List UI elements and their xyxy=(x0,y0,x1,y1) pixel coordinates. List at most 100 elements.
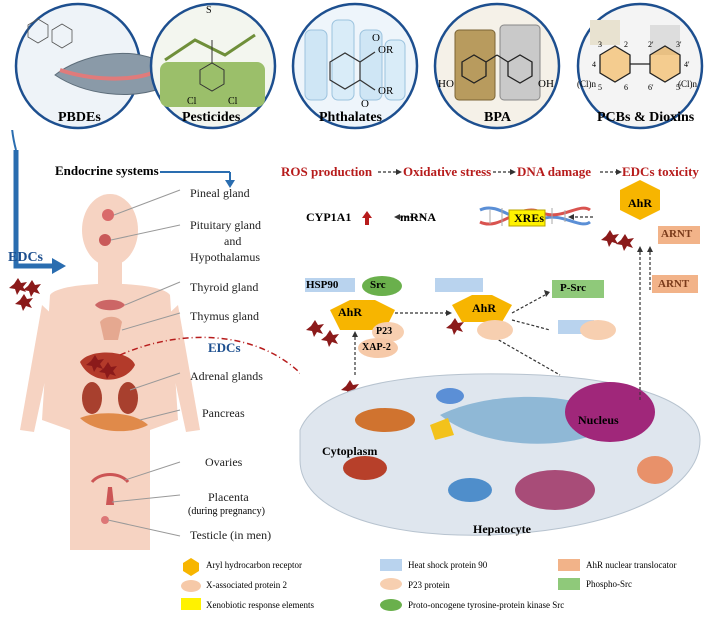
ahr-mid-hexagon xyxy=(452,295,512,322)
arnt-mid-label: ARNT xyxy=(658,278,690,290)
legend-swatch-xres xyxy=(181,598,201,610)
arnt-top-box xyxy=(658,226,700,244)
pcb-n4: 4 xyxy=(592,60,596,69)
oxidative-stress-label: Oxidative stress xyxy=(403,164,492,179)
pcb-n5p: 5' xyxy=(676,83,682,92)
edc-cluster-left xyxy=(9,278,41,311)
pest-s-label: S xyxy=(206,5,212,16)
source-label-phthalates: Phthalates xyxy=(319,110,382,125)
organ-label-hypothalamus: Hypothalamus xyxy=(190,250,260,264)
source-label-pcbs: PCBs & Dioxins xyxy=(597,110,695,125)
xres-label: XREs xyxy=(514,211,545,225)
pcb-structure-icon xyxy=(599,45,681,83)
legend-swatch-ahr xyxy=(183,558,199,576)
legend-swatch-p23 xyxy=(380,578,402,590)
cyp1a1-label: CYP1A1 xyxy=(306,210,352,224)
source-label-pbdes: PBDEs xyxy=(58,110,101,125)
xap2-label: XAP-2 xyxy=(362,342,391,353)
pineal-gland-icon xyxy=(102,209,114,221)
phth-or1-label: OR xyxy=(378,44,394,56)
legend-label-arnt: AhR nuclear translocator xyxy=(586,560,677,570)
bpa-circle xyxy=(433,2,561,130)
p23-label: P23 xyxy=(376,326,393,337)
psrc-label: P-Src xyxy=(560,282,587,294)
bpa-structure-icon xyxy=(461,54,533,84)
can-icon xyxy=(454,29,496,101)
ahr-top-hexagon xyxy=(620,180,660,220)
legend-swatch-psrc xyxy=(558,578,580,590)
pituitary-gland-icon xyxy=(99,234,111,246)
pesticide-structure-icon xyxy=(199,40,225,92)
pcb-n4p: 4' xyxy=(684,60,690,69)
ahr-left-label: AhR xyxy=(338,305,363,319)
pcb-n5: 5 xyxy=(598,83,602,92)
ahr-top-label: AhR xyxy=(628,196,653,210)
legend-swatch-hsp90 xyxy=(380,559,402,571)
phth-or2-label: OR xyxy=(378,85,394,97)
pesticides-circle xyxy=(149,2,277,130)
pcb-n3p: 3' xyxy=(676,40,682,49)
source-label-bpa: BPA xyxy=(484,110,511,125)
hepatocyte-label: Hepatocyte xyxy=(473,522,531,536)
phthalate-structure-icon xyxy=(329,51,376,91)
edc-cluster-ahr-left xyxy=(306,320,339,347)
pbde-structure-icon xyxy=(27,18,73,49)
organ-label-placenta-note: (during pregnancy) xyxy=(188,506,265,517)
ahr-mid-label: AhR xyxy=(472,301,497,315)
legend-label-p23: P23 protein xyxy=(408,580,450,590)
hsp90-box xyxy=(305,278,355,292)
edc-cluster-top xyxy=(601,230,634,251)
nucleus-icon xyxy=(565,382,655,442)
upregulation-arrow-icon xyxy=(362,211,372,225)
arnt-top-label: ARNT xyxy=(661,228,693,240)
endocrine-systems-title: Endocrine systems xyxy=(55,163,159,178)
golgi-icon xyxy=(515,470,595,510)
sources-row xyxy=(14,2,704,130)
pcb-n3: 3 xyxy=(598,40,602,49)
organ-label-placenta: Placenta xyxy=(208,490,249,504)
phthalates-circle xyxy=(291,2,419,130)
thymus-gland-icon xyxy=(100,316,122,340)
bpa-oh-label: OH xyxy=(538,78,554,90)
legend-label-xap2: X-associated protein 2 xyxy=(206,580,287,590)
arnt-mid-box xyxy=(652,275,698,293)
nucleus-label: Nucleus xyxy=(578,413,619,427)
organ-label-ovaries: Ovaries xyxy=(205,455,243,469)
legend-label-psrc: Phospho-Src xyxy=(586,579,633,589)
thyroid-gland-icon xyxy=(95,299,125,311)
dna-damage-label: DNA damage xyxy=(517,164,592,179)
legend-swatch-xap2 xyxy=(181,580,201,592)
cytoplasm-label: Cytoplasm xyxy=(322,444,378,458)
organ-label-pancreas: Pancreas xyxy=(202,406,245,420)
organ-label-thymus: Thymus gland xyxy=(190,309,259,323)
edcs-toxicity-label: EDCs toxicity xyxy=(622,164,699,179)
hsp90-mid-box xyxy=(435,278,483,292)
left-kidney-icon xyxy=(82,382,102,414)
phth-o2-label: O xyxy=(361,98,369,110)
organ-label-pituitary: Pituitary gland xyxy=(190,218,261,232)
legend-swatch-arnt xyxy=(558,559,580,571)
testicle-icon xyxy=(101,516,109,524)
xap2-ellipse xyxy=(358,338,398,358)
organ-label-adrenal: Adrenal glands xyxy=(190,369,263,383)
edcs-mid-label: EDCs xyxy=(208,340,241,355)
src-label: Src xyxy=(370,279,386,291)
placenta-icon xyxy=(106,487,114,505)
edc-cluster-ahr-mid xyxy=(446,318,464,335)
legend-label-ahr: Aryl hydrocarbon receptor xyxy=(206,560,302,570)
pest-cl1-label: Cl xyxy=(187,96,197,107)
organ-label-testicle: Testicle (in men) xyxy=(190,528,272,542)
organ-label-thyroid: Thyroid gland xyxy=(190,280,259,294)
organ-label-and: and xyxy=(224,234,242,248)
hepatocyte-cell xyxy=(299,373,701,536)
pest-cl2-label: Cl xyxy=(228,96,238,107)
src-ellipse xyxy=(362,276,402,296)
phth-o1-label: O xyxy=(372,32,380,44)
pancreas-icon xyxy=(80,413,148,432)
p23-ellipse xyxy=(372,322,404,342)
ros-production-label: ROS production xyxy=(281,164,373,179)
legend-label-src: Proto-oncogene tyrosine-protein kinase S… xyxy=(408,600,565,610)
hsp90-label: HSP90 xyxy=(306,279,339,291)
body-panel xyxy=(9,130,300,550)
mitochondrion-icon xyxy=(355,408,415,432)
